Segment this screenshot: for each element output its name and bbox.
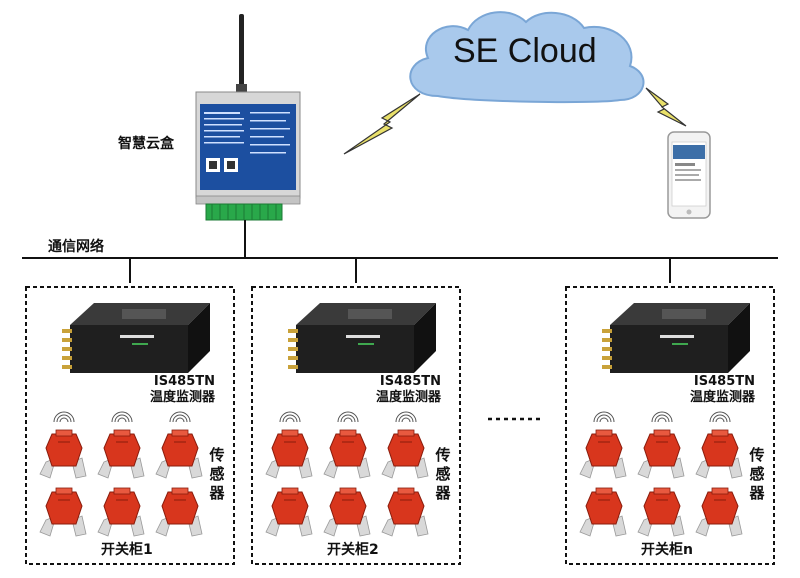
wireless-signal-icon — [117, 417, 127, 423]
wireless-signal-icon — [395, 411, 417, 423]
gateway-label: 智慧云盒 — [118, 136, 174, 152]
wireless-signal-icon — [593, 411, 615, 423]
monitor-name: 温度监测器 — [150, 390, 216, 405]
wireless-signal-icon — [337, 411, 359, 423]
cabinet-frame — [565, 286, 775, 565]
cabinet-group — [25, 286, 235, 565]
wireless-signal-icon — [340, 414, 356, 423]
cloud-label: SE Cloud — [453, 32, 597, 70]
wireless-sensor-icon — [637, 487, 685, 537]
wireless-signal-icon — [282, 414, 298, 423]
connector-port — [62, 356, 72, 360]
wireless-sensor-icon — [97, 411, 145, 479]
temperature-monitor-icon — [62, 303, 210, 373]
monitor-label-2: IS485TN 温度监测器 — [376, 374, 441, 406]
smart-cloud-box-icon — [195, 14, 301, 221]
connector-port — [288, 338, 298, 342]
connector-port — [602, 365, 612, 369]
lightning-icon — [343, 93, 421, 155]
monitor-model: IS485TN — [379, 374, 442, 389]
wireless-sensor-icon — [381, 411, 429, 479]
cabinet-group — [251, 286, 461, 565]
wireless-sensor-icon — [39, 411, 87, 479]
wireless-sensor-icon — [579, 411, 627, 479]
wireless-signal-icon — [285, 417, 295, 423]
wireless-sensor-icon — [97, 487, 145, 537]
wireless-sensor-icon — [579, 487, 627, 537]
wireless-sensor-icon — [695, 411, 743, 479]
connector-port — [288, 356, 298, 360]
connector-port — [288, 365, 298, 369]
connector-port — [602, 347, 612, 351]
smartphone-icon — [667, 131, 711, 219]
monitor-model: IS485TN — [153, 374, 216, 389]
sensor-label-3: 传感器 — [749, 446, 765, 502]
network-label: 通信网络 — [48, 239, 104, 255]
wireless-signal-icon — [398, 414, 414, 423]
wireless-sensor-icon — [637, 411, 685, 479]
network-bus — [22, 220, 778, 283]
wireless-sensor-icon — [155, 487, 203, 537]
connector-port — [602, 356, 612, 360]
wireless-signal-icon — [172, 414, 188, 423]
wireless-signal-icon — [169, 411, 191, 423]
wireless-signal-icon — [175, 417, 185, 423]
wireless-sensor-icon — [323, 487, 371, 537]
wireless-signal-icon — [53, 411, 75, 423]
wireless-signal-icon — [56, 414, 72, 423]
sensor-label-2: 传感器 — [435, 446, 451, 502]
connector-port — [62, 329, 72, 333]
connector-port — [62, 347, 72, 351]
cabinet-frame — [251, 286, 461, 565]
wireless-sensor-icon — [265, 487, 313, 537]
temperature-monitor-icon — [288, 303, 436, 373]
cabinet-frame — [25, 286, 235, 565]
wireless-sensor-icon — [39, 487, 87, 537]
wireless-sensor-icon — [695, 487, 743, 537]
wireless-signal-icon — [709, 411, 731, 423]
wireless-signal-icon — [59, 417, 69, 423]
cloud-icon — [409, 11, 645, 104]
monitor-model: IS485TN — [693, 374, 756, 389]
monitor-name: 温度监测器 — [690, 390, 756, 405]
sensor-label-1: 传感器 — [209, 446, 225, 502]
wireless-sensor-icon — [155, 411, 203, 479]
wireless-signal-icon — [599, 417, 609, 423]
wireless-signal-icon — [651, 411, 673, 423]
wireless-signal-icon — [114, 414, 130, 423]
wireless-sensor-icon — [323, 411, 371, 479]
connector-port — [288, 329, 298, 333]
lightning-icon — [645, 87, 687, 127]
monitor-label-3: IS485TN 温度监测器 — [690, 374, 755, 406]
antenna-icon — [239, 14, 244, 94]
monitor-name: 温度监测器 — [376, 390, 442, 405]
wireless-signal-icon — [343, 417, 353, 423]
wireless-signal-icon — [401, 417, 411, 423]
connector-port — [62, 365, 72, 369]
wireless-signal-icon — [712, 414, 728, 423]
wireless-signal-icon — [654, 414, 670, 423]
wireless-sensor-icon — [381, 487, 429, 537]
monitor-label-1: IS485TN 温度监测器 — [150, 374, 215, 406]
connector-port — [288, 347, 298, 351]
connector-port — [62, 338, 72, 342]
wireless-signal-icon — [279, 411, 301, 423]
wireless-signal-icon — [596, 414, 612, 423]
wireless-sensor-icon — [265, 411, 313, 479]
cabinet-label-1: 开关柜1 — [101, 542, 153, 558]
wireless-signal-icon — [715, 417, 725, 423]
connector-port — [602, 338, 612, 342]
temperature-monitor-icon — [602, 303, 750, 373]
cabinet-group — [565, 286, 775, 565]
cabinet-label-2: 开关柜2 — [327, 542, 379, 558]
wireless-signal-icon — [657, 417, 667, 423]
wireless-signal-icon — [111, 411, 133, 423]
connector-port — [602, 329, 612, 333]
cabinet-label-3: 开关柜n — [641, 542, 693, 558]
